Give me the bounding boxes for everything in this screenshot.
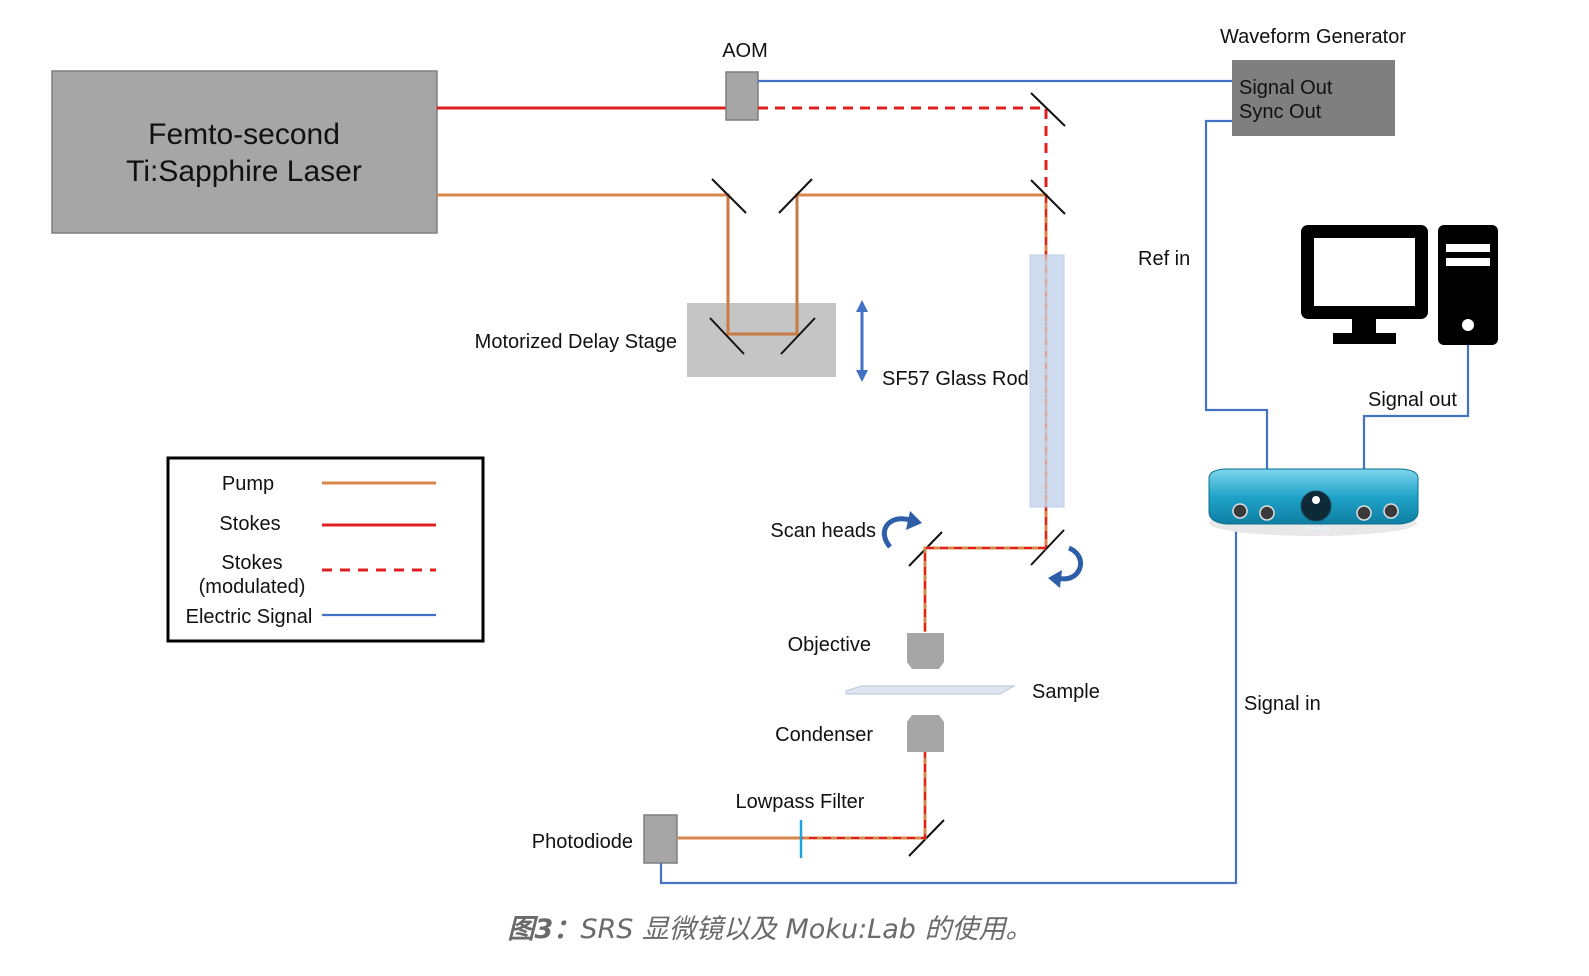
mirror-delay-1 [709,317,745,355]
laser-title-line2: Ti:Sapphire Laser [126,155,362,188]
wire-signal-out [1362,344,1470,496]
mirror-pump-1 [711,178,747,214]
scan-rotation-arrow-2 [1057,545,1083,582]
figure-caption-prefix: 图3： [508,914,581,945]
waveform-generator-label: Waveform Generator [1220,26,1406,48]
aom-box [725,71,759,121]
mirror-combiner [1030,179,1066,215]
motorized-delay-stage [687,303,836,377]
moku-port-input-1 [1232,503,1248,519]
objective [907,633,944,669]
wire-signal-in [659,512,1238,885]
scan-rotation-arrow-1 [882,516,911,549]
mirror-pump-2 [778,178,813,214]
moku-ports [1232,503,1399,521]
legend-stokes-mod-label-2: (modulated) [199,576,306,598]
condenser-label: Condenser [775,724,873,746]
photodiode-label: Photodiode [532,831,633,853]
legend-stokes-mod-label-1: Stokes [221,552,282,574]
scan-mirror-1 [1030,529,1065,566]
waveform-generator [1232,60,1395,136]
figure-caption-text: SRS 显微镜以及 Moku:Lab 的使用。 [580,914,1032,945]
legend-stokes-label: Stokes [219,513,280,535]
moku-port-output-1 [1356,505,1372,521]
ref-in-label: Ref in [1138,248,1190,270]
moku-port-input-2 [1259,505,1275,521]
legend-pump-label: Pump [222,473,274,495]
moku-badge-label: MokuLab [1303,525,1330,532]
lowpass-filter-label: Lowpass Filter [736,791,865,813]
scan-heads-label: Scan heads [770,520,876,542]
sf57-glass-rod [1029,254,1065,508]
electric-wires [659,79,1470,885]
signal-out-port: Signal Out [1239,77,1333,99]
wire-ref-in [1204,119,1269,496]
sync-out-port: Sync Out [1239,101,1322,123]
signal-out-label: Signal out [1368,389,1457,411]
moku-center-knob [1300,490,1332,522]
moku-lab-device: MokuLab [1208,468,1419,536]
glass-rod-label: SF57 Glass Rod [882,368,1029,390]
moku-port-output-2 [1383,503,1399,519]
legend: Pump Stokes Stokes (modulated) Electric … [166,456,485,643]
mirror-stokes [1030,92,1066,127]
legend-electric-label: Electric Signal [186,606,313,628]
objective-label: Objective [788,634,871,656]
mirror-delay-2 [780,317,816,355]
aom-label: AOM [722,40,768,62]
delay-stage-arrow [856,300,868,382]
signal-in-label: Signal in [1244,693,1321,715]
condenser [907,715,944,752]
mirrors [709,92,1066,857]
delay-stage-beam [726,195,799,336]
delay-stage-label: Motorized Delay Stage [475,331,677,353]
stokes-modulated-beam [758,106,1048,195]
scan-rotation-arrows [882,511,1083,588]
sample-label: Sample [1032,681,1100,703]
laser-title-line1: Femto-second [148,118,340,151]
sample-slide [845,685,1016,695]
computer-icon [1301,225,1498,345]
laser-box: Femto-second Ti:Sapphire Laser [51,70,438,234]
combined-beam-scan [678,546,1046,840]
figure-caption: 图3：SRS 显微镜以及 Moku:Lab 的使用。 [508,914,1033,945]
photodiode [643,814,678,864]
